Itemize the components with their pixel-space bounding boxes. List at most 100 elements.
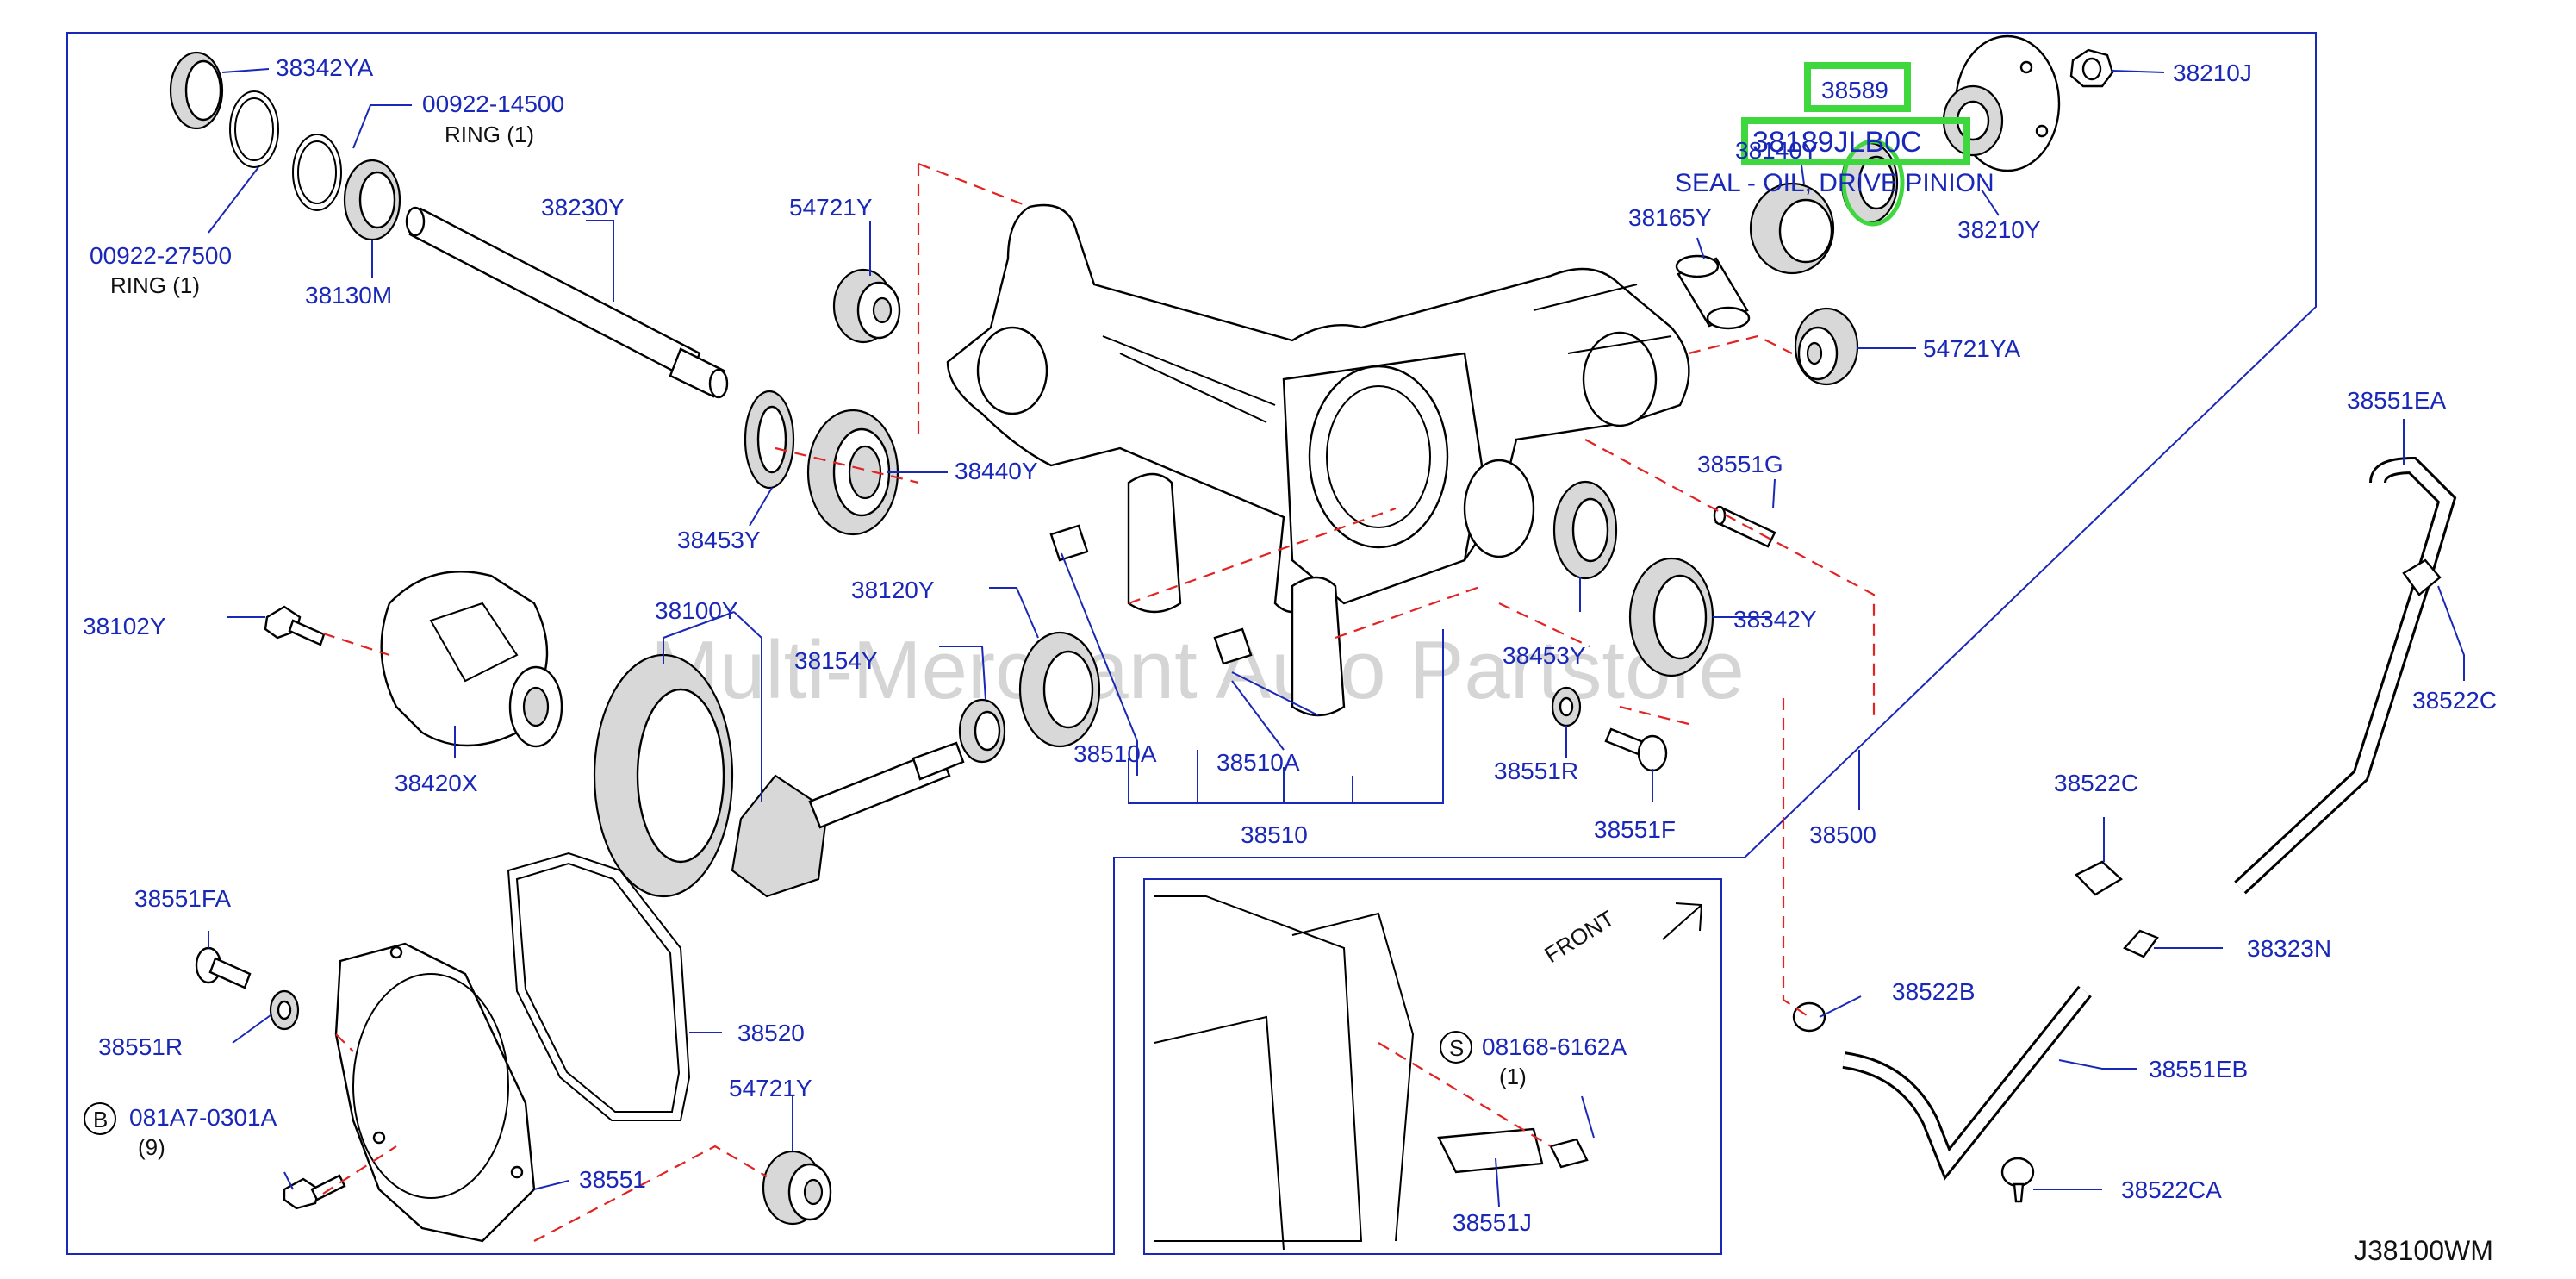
callout-54721ya[interactable]: 54721YA (1923, 335, 2020, 362)
bushing-54721y-bottom (762, 1150, 832, 1226)
callout-38165y[interactable]: 38165Y (1628, 204, 1712, 231)
shim-38453y-right (1552, 480, 1618, 580)
callout-qty-1: (1) (1499, 1064, 1527, 1089)
front-label: FRONT (1540, 905, 1619, 968)
callout-38140y[interactable]: 38140Y (1735, 137, 1819, 164)
callout-38120y[interactable]: 38120Y (851, 577, 935, 603)
drain-plug-38551f (1604, 727, 1668, 772)
svg-text:B: B (93, 1107, 108, 1132)
clip-38522c-top (2402, 558, 2442, 596)
callout-38551r-right[interactable]: 38551R (1494, 758, 1578, 784)
spacer-38165y (1675, 254, 1751, 330)
highlight-part-number[interactable]: 38189JLB0C (1752, 126, 1922, 159)
callout-38551g[interactable]: 38551G (1697, 451, 1783, 477)
callout-38323n[interactable]: 38323N (2247, 935, 2331, 962)
svg-text:S: S (1449, 1035, 1464, 1061)
callout-38551r-left[interactable]: 38551R (98, 1033, 183, 1060)
callout-38440y[interactable]: 38440Y (955, 458, 1038, 484)
ring-gear-38100y (593, 653, 734, 898)
callout-38522b[interactable]: 38522B (1892, 978, 1976, 1005)
callout-ring-qty-a: RING (1) (445, 122, 534, 147)
callout-38551[interactable]: 38551 (579, 1166, 646, 1193)
callout-54721y-top[interactable]: 54721Y (789, 194, 873, 221)
callout-00922-27500[interactable]: 00922-27500 (90, 242, 232, 269)
bushing-54721ya (1794, 307, 1859, 386)
oil-seal-38342ya (169, 51, 224, 130)
callout-54721y-bottom[interactable]: 54721Y (729, 1075, 812, 1101)
companion-flange-38210y (1942, 34, 2061, 172)
breather-hose-38551ea (2234, 456, 2457, 895)
breather-hose-38551eb (1842, 985, 2092, 1181)
carrier-housing-38500 (946, 203, 1690, 614)
assembly-lines (322, 162, 1876, 1242)
callout-38510a-b[interactable]: 38510A (1216, 749, 1300, 776)
callout-081a7-0301a[interactable]: 081A7-0301A (129, 1104, 277, 1131)
callout-38102y[interactable]: 38102Y (83, 613, 166, 640)
callout-38551fa[interactable]: 38551FA (134, 885, 231, 912)
callout-38230y[interactable]: 38230Y (541, 194, 625, 221)
bearing-38440y (806, 409, 899, 536)
washer-38551r-right (1551, 686, 1582, 727)
bearing-38140y (1749, 182, 1835, 275)
snap-ring-00922-27500 (229, 90, 279, 168)
rear-cover-38551 (334, 942, 536, 1243)
drive-pinion-38100y (731, 741, 965, 898)
callout-38522c-mid[interactable]: 38522C (2054, 770, 2138, 796)
badge-s: S (1440, 1031, 1472, 1064)
callout-38551j[interactable]: 38551J (1453, 1209, 1532, 1236)
gasket-38520 (507, 852, 691, 1121)
callout-08168-6162a[interactable]: 08168-6162A (1482, 1033, 1627, 1060)
bushing-54721y-top (832, 268, 901, 344)
bearing-cap-38510a-a (1049, 472, 1182, 614)
badge-b: B (84, 1102, 116, 1135)
callout-38551eb[interactable]: 38551EB (2149, 1056, 2248, 1082)
callout-00922-14500[interactable]: 00922-14500 (422, 90, 564, 117)
highlight-description: SEAL - OIL, DRIVE PINION (1675, 169, 1994, 197)
highlight-ref[interactable]: 38589 (1821, 77, 1888, 103)
callout-38342y[interactable]: 38342Y (1733, 606, 1817, 633)
callout-38510[interactable]: 38510 (1241, 821, 1308, 848)
callout-38420x[interactable]: 38420X (395, 770, 478, 796)
inset-frame-rails (1154, 895, 1589, 1251)
bolt-081a7-0301a (283, 1174, 346, 1210)
bolt-38102y (264, 605, 326, 646)
callout-38520[interactable]: 38520 (737, 1020, 805, 1046)
callout-38551f[interactable]: 38551F (1594, 816, 1676, 843)
callout-38453y-right[interactable]: 38453Y (1503, 642, 1586, 669)
clip-38522ca (2000, 1157, 2035, 1203)
callout-38500[interactable]: 38500 (1809, 821, 1876, 848)
breather-38551g (1713, 505, 1776, 548)
snap-ring-00922-14500 (292, 134, 342, 211)
clip-38522c-mid (2075, 860, 2124, 896)
callout-38453y-left[interactable]: 38453Y (677, 527, 761, 553)
oil-seal-38342y (1628, 557, 1714, 677)
washer-38551r-left (269, 989, 300, 1031)
front-arrow-icon (1662, 902, 1703, 940)
inset-frame (1143, 878, 1722, 1255)
filler-plug-38551fa (195, 946, 252, 989)
callout-38210y[interactable]: 38210Y (1957, 216, 2041, 243)
callout-38100y[interactable]: 38100Y (655, 597, 738, 624)
callout-labels: 38342YA 00922-14500 RING (1) 00922-27500… (83, 54, 2497, 1236)
callout-38210j[interactable]: 38210J (2173, 59, 2252, 86)
callout-38154y[interactable]: 38154Y (794, 647, 878, 674)
outer-frame (66, 32, 2317, 1255)
callout-38510a-a[interactable]: 38510A (1073, 740, 1157, 767)
shim-38154y (958, 698, 1006, 764)
diagram-code: J38100WM (2354, 1235, 2493, 1266)
axle-shaft-38230y (405, 206, 729, 399)
shim-38453y-left (744, 390, 795, 490)
callout-qty-9: (9) (138, 1134, 165, 1160)
callout-38342ya[interactable]: 38342YA (276, 54, 373, 81)
selected-part-highlight: 38589 38189JLB0C SEAL - OIL, DRIVE PINIO… (1675, 62, 1994, 227)
nut-38210j (2069, 48, 2114, 88)
callout-38522ca[interactable]: 38522CA (2121, 1176, 2222, 1203)
clip-38522b (1792, 1001, 1826, 1033)
callout-38551ea[interactable]: 38551EA (2347, 387, 2447, 414)
diff-case-38420x (380, 571, 563, 748)
leader-lines (208, 68, 2465, 1207)
callout-38522c-top[interactable]: 38522C (2412, 687, 2497, 714)
callout-38130m[interactable]: 38130M (305, 282, 392, 309)
bearing-cap-38510a-b (1213, 576, 1346, 717)
